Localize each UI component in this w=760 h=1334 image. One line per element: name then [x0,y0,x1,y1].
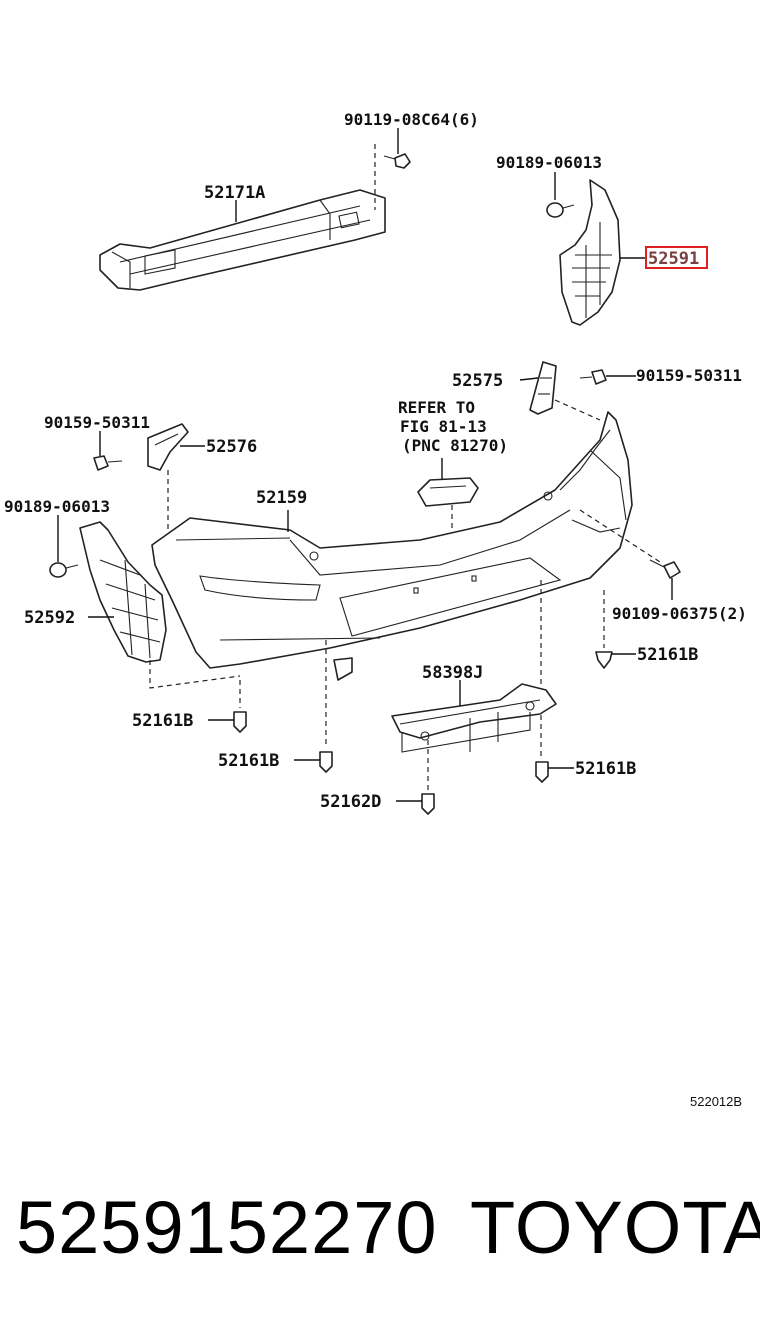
label-support-left: 52576 [206,437,257,457]
label-clip-b-right-upper: 52161B [637,645,698,665]
bumper-cover [151,411,633,681]
label-refer-line2: FIG 81-13 [400,417,487,436]
clip-b-center-icon [319,751,333,773]
energy-absorber [391,683,557,753]
label-cover: 52159 [256,488,307,508]
label-clip-b-center: 52161B [218,751,279,771]
label-bolt-top: 90119-08C64(6) [344,110,479,129]
screw-left-icon [93,455,123,471]
support-left [147,423,189,471]
label-screw-left: 90159-50311 [44,413,150,432]
retainer-right [559,179,621,326]
figure-code: 522012B [690,1094,743,1109]
support-right [529,361,557,415]
label-reinforcement: 52171A [204,183,265,203]
clip-right-top-icon [546,202,575,218]
clip-b-right-lower-icon [535,761,549,783]
part-number: 5259152270 [16,1186,438,1269]
clip-b-left-icon [233,711,247,733]
label-screw-right: 90159-50311 [636,366,742,385]
retainer-left [79,521,167,663]
label-retainer-right: 52591 [648,249,699,269]
bolt-right-icon [649,559,681,579]
bumper-reinforcement [99,189,386,291]
clip-b-right-upper-icon [595,651,613,669]
label-bolt-right: 90109-06375(2) [612,604,747,623]
top-bolt-icon [383,153,411,169]
label-clip-d: 52162D [320,792,381,812]
highlight-box [645,246,708,269]
brand-name: TOYOTA [470,1186,760,1269]
clip-left-icon [49,562,79,578]
label-retainer-left: 52592 [24,608,75,628]
label-absorber: 58398J [422,663,483,683]
label-refer-line3: (PNC 81270) [402,436,508,455]
clip-d-icon [421,793,435,815]
label-clip-left: 90189-06013 [4,497,110,516]
label-clip-b-right-lower: 52161B [575,759,636,779]
label-support-right: 52575 [452,371,503,391]
screw-right-icon [579,369,607,385]
label-clip-right-top: 90189-06013 [496,153,602,172]
reflector-bracket [417,477,479,507]
label-refer-line1: REFER TO [398,398,475,417]
label-clip-b-left: 52161B [132,711,193,731]
